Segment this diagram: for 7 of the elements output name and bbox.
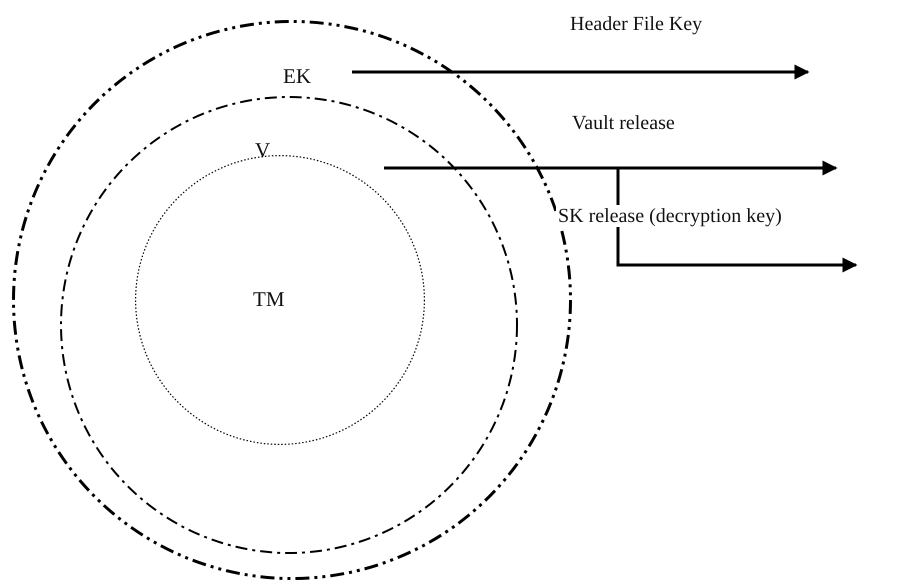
circle-label: EK [283,66,311,87]
edge-label: Header File Key [568,13,704,35]
arrow [384,166,858,272]
circle-label: V [255,140,270,161]
edge-label: SK release (decryption key) [556,205,784,227]
circle-label: TM [253,289,284,310]
arrow [352,64,810,80]
